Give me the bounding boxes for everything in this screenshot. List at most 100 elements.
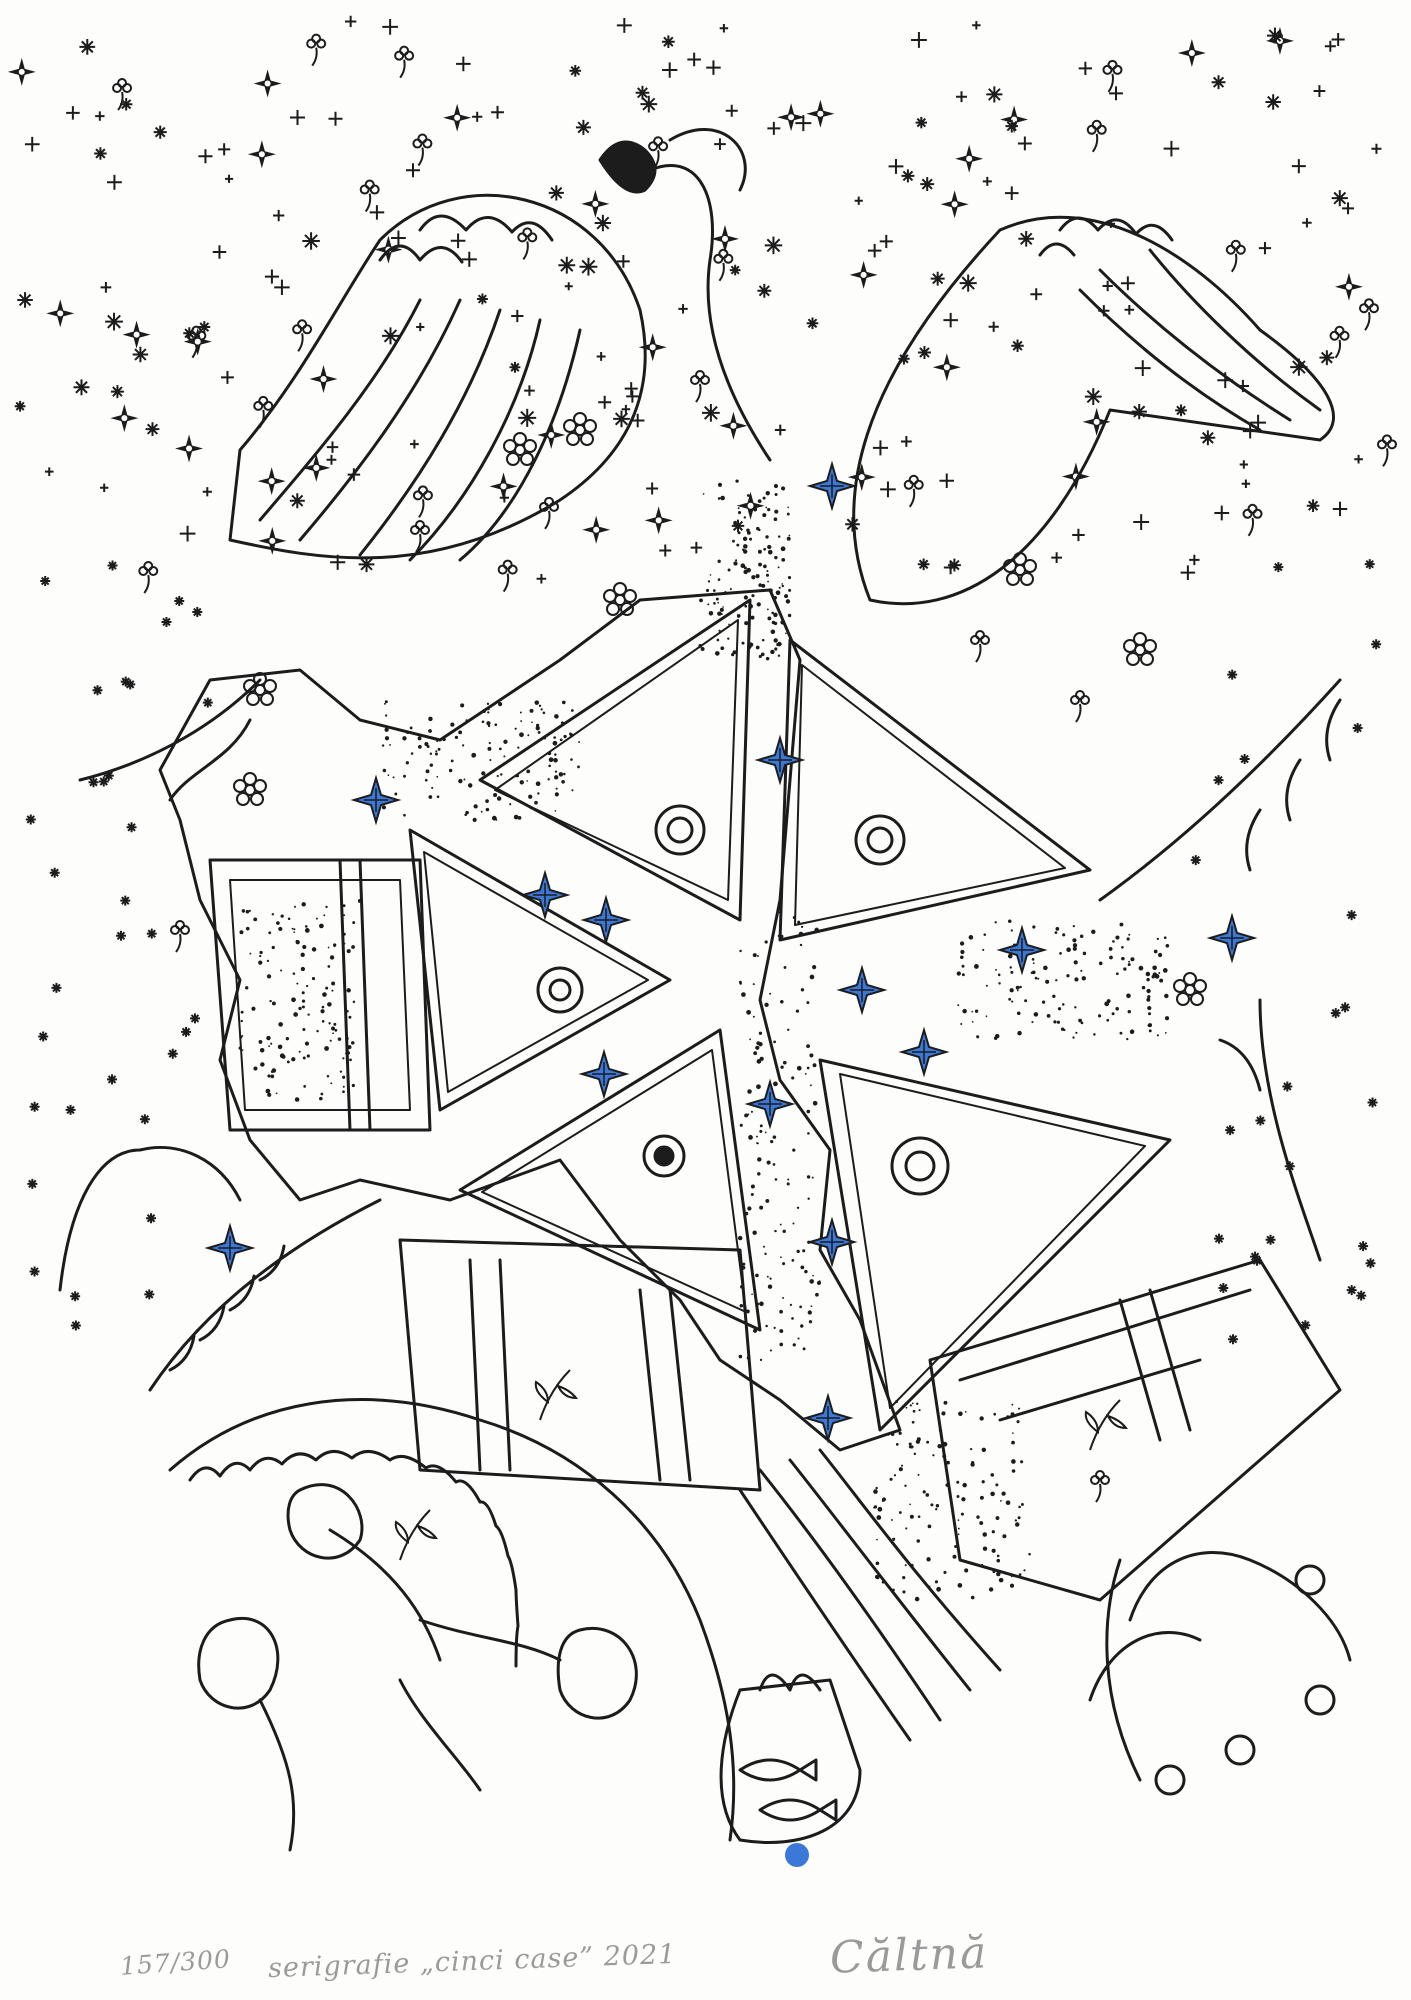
stipple-dot bbox=[1130, 957, 1135, 962]
stipple-dot bbox=[757, 549, 762, 554]
stipple-dot bbox=[705, 588, 710, 593]
stipple-dot bbox=[571, 717, 574, 719]
star-icon bbox=[646, 482, 659, 495]
stipple-dot bbox=[991, 1548, 996, 1553]
stipple-dot bbox=[934, 1580, 938, 1584]
stipple-dot bbox=[509, 803, 512, 806]
stipple-dot bbox=[773, 1040, 776, 1044]
stipple-dot bbox=[804, 1269, 808, 1274]
stipple-dot bbox=[1106, 1018, 1110, 1022]
stipple-dot bbox=[767, 544, 772, 550]
stipple-dot bbox=[757, 1157, 762, 1162]
star-icon bbox=[596, 351, 606, 361]
stipple-dot bbox=[750, 1184, 755, 1189]
stipple-dot bbox=[1062, 933, 1066, 937]
stipple-dot bbox=[746, 528, 750, 533]
stipple-dot bbox=[741, 641, 745, 645]
star-icon bbox=[511, 309, 524, 323]
stipple-dot bbox=[1016, 1420, 1020, 1424]
stipple-dot bbox=[774, 493, 778, 497]
star-icon bbox=[145, 422, 160, 437]
stipple-dot bbox=[242, 910, 245, 913]
star-icon bbox=[687, 52, 701, 67]
stipple-dot bbox=[917, 1473, 920, 1476]
stipple-dot bbox=[333, 1022, 337, 1026]
stipple-dot bbox=[278, 1022, 283, 1027]
flower-icon bbox=[292, 319, 313, 353]
star-icon bbox=[88, 777, 99, 788]
star-icon bbox=[44, 467, 54, 476]
stipple-dot bbox=[331, 989, 334, 992]
star-icon bbox=[302, 453, 331, 482]
star-icon bbox=[106, 174, 122, 190]
stipple-dot bbox=[450, 759, 454, 763]
star-icon bbox=[1213, 1233, 1224, 1244]
stipple-dot bbox=[1163, 936, 1167, 939]
stipple-dot bbox=[1112, 940, 1115, 943]
stipple-dot bbox=[741, 1265, 746, 1270]
stipple-dot bbox=[755, 574, 760, 579]
star-icon bbox=[369, 205, 385, 220]
star-icon bbox=[120, 895, 131, 906]
stipple-dot bbox=[943, 1570, 947, 1574]
stipple-dot bbox=[875, 1486, 878, 1490]
stipple-dot bbox=[345, 1048, 349, 1052]
stipple-dot bbox=[756, 955, 759, 957]
stipple-dot bbox=[547, 778, 550, 781]
star-icon bbox=[849, 260, 878, 289]
flower-icon bbox=[1358, 298, 1379, 332]
stipple-dot bbox=[467, 783, 473, 788]
stipple-dot bbox=[900, 1464, 904, 1467]
star-icon bbox=[1109, 86, 1123, 101]
stipple-dot bbox=[352, 921, 356, 925]
stipple-dot bbox=[746, 1355, 751, 1360]
stipple-dot bbox=[1147, 1023, 1153, 1028]
stipple-dot bbox=[1061, 1003, 1065, 1006]
stipple-dot bbox=[744, 1211, 749, 1216]
stipple-dot bbox=[996, 1554, 1000, 1558]
flower-icon bbox=[1376, 434, 1397, 468]
stipple-dot bbox=[746, 1009, 751, 1015]
stipple-dot bbox=[797, 920, 801, 924]
star-icon bbox=[122, 320, 151, 349]
stipple-dot bbox=[707, 603, 710, 606]
star-icon bbox=[119, 98, 133, 111]
stipple-dot bbox=[1018, 1407, 1021, 1410]
stipple-dot bbox=[773, 517, 778, 522]
stipple-dot bbox=[436, 740, 439, 743]
stipple-dot bbox=[911, 1420, 915, 1424]
stipple-dot bbox=[876, 1538, 878, 1541]
stipple-dot bbox=[259, 950, 263, 955]
star-icon bbox=[518, 408, 537, 427]
stipple-dot bbox=[526, 769, 531, 774]
stipple-dot bbox=[787, 506, 790, 509]
stipple-dot bbox=[251, 1006, 256, 1011]
flower-icon bbox=[306, 33, 327, 67]
stipple-dot bbox=[240, 1019, 243, 1023]
stipple-dot bbox=[912, 1409, 916, 1413]
stipple-dot bbox=[970, 1448, 973, 1451]
star-icon bbox=[719, 24, 729, 33]
stipple-dot bbox=[472, 817, 477, 822]
stipple-dot bbox=[717, 482, 723, 487]
stipple-dot bbox=[345, 1036, 349, 1041]
stipple-dot bbox=[779, 934, 784, 939]
stipple-dot bbox=[342, 1075, 346, 1079]
star-icon bbox=[125, 679, 136, 690]
triangle-house-4 bbox=[458, 1028, 762, 1332]
star-icon bbox=[564, 282, 573, 291]
stipple-dot bbox=[381, 744, 385, 747]
stipple-dot bbox=[763, 564, 767, 569]
star-icon bbox=[959, 274, 977, 292]
star-icon bbox=[1133, 514, 1150, 530]
stipple-dot bbox=[1165, 943, 1170, 948]
star-icon bbox=[575, 119, 591, 135]
stipple-dot bbox=[993, 1412, 997, 1416]
stipple-dot bbox=[426, 744, 430, 748]
stipple-dot bbox=[1119, 922, 1124, 927]
stipple-dot bbox=[1127, 1009, 1131, 1014]
stipple-dot bbox=[538, 704, 542, 707]
stipple-dot bbox=[788, 588, 792, 592]
stipple-dot bbox=[956, 971, 961, 976]
stipple-dot bbox=[328, 1022, 331, 1025]
